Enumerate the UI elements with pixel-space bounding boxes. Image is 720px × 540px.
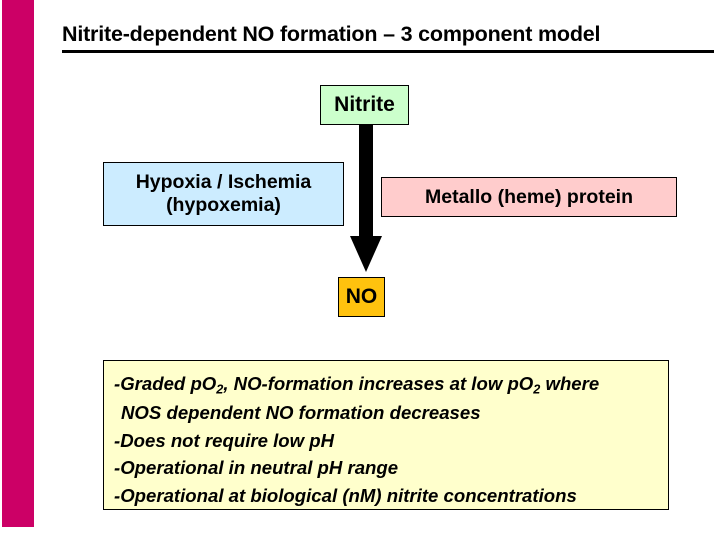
note-line-1: -Graded pO2, NO-formation increases at l… [114, 370, 658, 399]
arrow-down-icon [350, 124, 382, 272]
note-line-2: NOS dependent NO formation decreases [121, 402, 481, 424]
node-hypoxia-label-line2: (hypoxemia) [166, 194, 281, 216]
page-title: Nitrite-dependent NO formation – 3 compo… [62, 22, 714, 53]
node-hypoxia: Hypoxia / Ischemia (hypoxemia) [103, 162, 344, 226]
note-line-3: -Does not require low pH [114, 429, 335, 451]
note-1-sub-a: 2 [216, 382, 224, 397]
node-no: NO [338, 277, 385, 317]
node-nitrite: Nitrite [320, 85, 409, 125]
node-metallo-protein-label: Metallo (heme) protein [424, 185, 634, 208]
note-1-sub-b: 2 [533, 382, 541, 397]
note-1-prefix: -Graded pO [114, 373, 217, 394]
notes-panel: -Graded pO2, NO-formation increases at l… [103, 360, 669, 510]
note-line-4: -Operational in neutral pH range [114, 457, 399, 479]
note-1-mid: , NO-formation increases at low pO [223, 373, 534, 394]
note-line-5: -Operational at biological (nM) nitrite … [114, 484, 577, 506]
note-1-suffix: where [540, 373, 600, 394]
node-metallo-protein: Metallo (heme) protein [381, 177, 677, 217]
accent-bar [2, 0, 34, 527]
node-no-label: NO [345, 284, 378, 308]
node-hypoxia-label-line1: Hypoxia / Ischemia [135, 171, 312, 194]
node-nitrite-label: Nitrite [334, 92, 395, 116]
